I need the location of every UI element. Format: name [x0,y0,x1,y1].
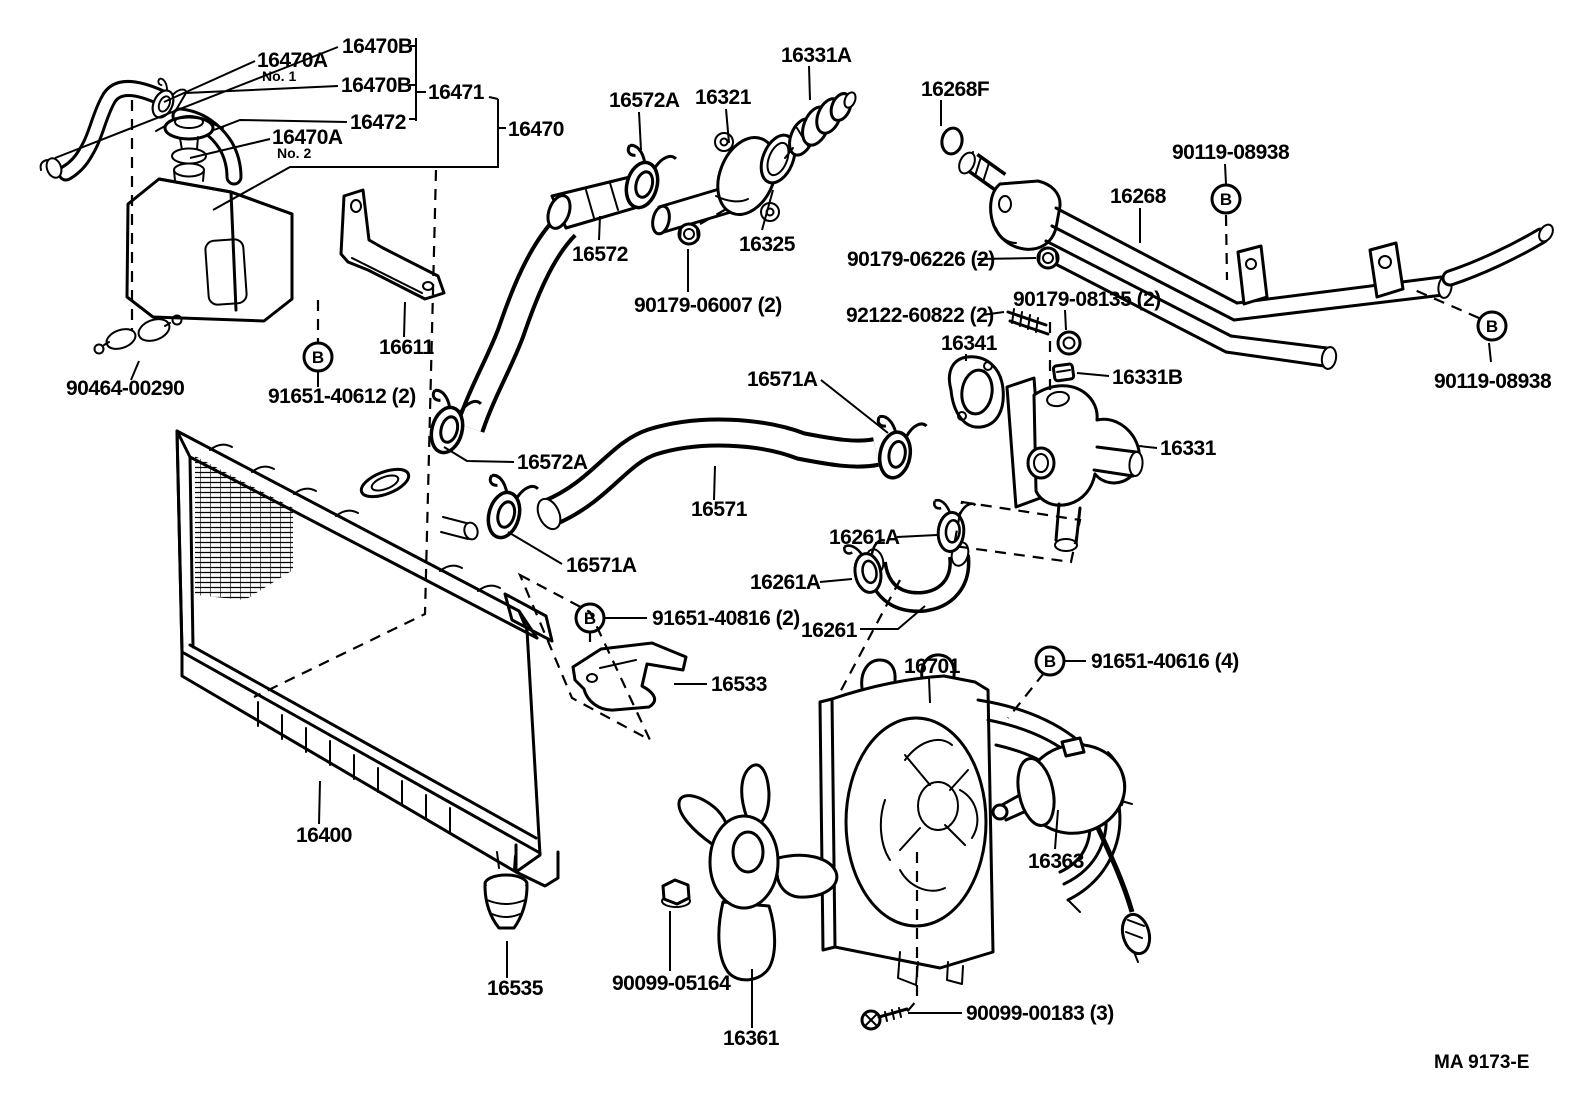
hose-end-clip [45,157,63,179]
nut-90099-05164 [661,878,691,908]
label-16470B-1: 16470B [342,35,413,58]
label-16571A-1: 16571A [747,368,818,391]
label-16571: 16571 [691,498,748,521]
label-16701: 16701 [904,655,961,678]
pipe-bracket [1236,244,1269,306]
nut-90179-06226 [1036,246,1060,270]
footer-code: MA 9173-E [1434,1052,1529,1073]
gasket-16325 [759,133,797,185]
label-16470B-2: 16470B [341,74,412,97]
label-16400: 16400 [296,824,352,847]
label-16470: 16470 [508,118,564,141]
label-16472: 16472 [350,111,406,134]
label-16571A-2: 16571A [566,554,637,577]
label-16471: 16471 [428,81,485,104]
fan-shroud-16701 [818,653,1133,986]
overflow-hose-16470B [39,76,189,182]
hidden-lines [130,100,1480,1014]
upper-hose-16572 [455,174,650,433]
label-16331A: 16331A [781,44,852,67]
label-90179-06226: 90179-06226 (2) [847,248,995,271]
b-marker-91651-40612: B [302,341,334,373]
b-marker-letter: B [1486,317,1498,336]
tank-hooks-90464-00290 [93,314,183,355]
stud-92122-60822 [1006,308,1050,336]
label-90179-06007: 90179-06007 (2) [634,294,782,317]
label-16361: 16361 [723,1027,780,1050]
label-16331B: 16331B [1112,366,1183,389]
label-90119-08938-2: 90119-08938 [1434,370,1552,393]
drain-plug-16535 [483,851,529,930]
o-ring-16268F [940,126,964,156]
label-no2: No. 2 [277,145,311,161]
label-16261: 16261 [801,619,858,642]
label-16321: 16321 [695,86,752,109]
part-labels: 16470B 16470A No. 1 16470B 16471 16472 1… [66,35,1552,1050]
b-marker-91651-40816: B [574,602,606,634]
b-marker-90119-08938-top: B [1210,183,1242,215]
label-16533: 16533 [711,673,767,696]
water-outlet-16331 [1005,376,1144,552]
bracket-16611 [339,188,446,301]
leader-lines [54,38,1492,1028]
radiator-fins [195,456,293,600]
label-16470A-2: 16470A [272,126,343,149]
outlet-nipple [463,521,479,541]
label-90464-00290: 90464-00290 [66,377,184,400]
wire-connector [1120,912,1152,956]
b-marker-letter: B [312,348,324,367]
water-pipe-16268 [940,126,1554,370]
b-marker-91651-40616: B [1034,645,1066,677]
mounting-bracket-16533 [571,641,688,712]
bolt-90099-00183 [860,1007,909,1031]
radiator-16400 [175,429,560,888]
label-16341: 16341 [941,332,998,355]
label-16331: 16331 [1160,437,1217,460]
b-marker-letter: B [1220,190,1232,209]
nut-16331B [1052,362,1076,383]
label-90099-00183: 90099-00183 (3) [966,1002,1114,1025]
lower-hose-16571 [536,417,879,531]
label-16261A-1: 16261A [829,526,900,549]
reservoir-tank-16470 [125,162,294,323]
gasket-16341 [947,355,1005,429]
label-16325: 16325 [739,233,796,256]
label-16470A-1: 16470A [257,49,328,72]
fan-motor-16363 [991,736,1152,963]
nut-90179-08135 [1056,330,1082,356]
label-16572A-2: 16572A [517,451,588,474]
motor-wire [1095,826,1135,913]
label-16611: 16611 [379,336,435,359]
label-16363: 16363 [1028,850,1084,873]
fan-behind-shroud [879,739,979,892]
label-16572: 16572 [572,243,628,266]
label-16261A-2: 16261A [750,571,821,594]
pipe-bracket [1368,241,1405,299]
thermostat-16331A [784,91,857,159]
label-16572A-1: 16572A [609,89,680,112]
label-no1: No. 1 [262,68,296,84]
label-91651-40612: 91651-40612 (2) [268,385,416,408]
label-16268F: 16268F [921,78,990,101]
b-marker-letter: B [1044,652,1056,671]
label-91651-40616: 91651-40616 (4) [1091,650,1239,673]
nut-90179-06007 [677,222,701,246]
b-marker-letter: B [584,609,596,628]
label-16268: 16268 [1110,185,1167,208]
label-91651-40816: 91651-40816 (2) [652,607,800,630]
label-90099-05164: 90099-05164 [612,972,731,995]
label-90119-08938-1: 90119-08938 [1172,141,1290,164]
label-16535: 16535 [487,977,544,1000]
label-90179-08135: 90179-08135 (2) [1013,288,1161,311]
b-marker-90119-08938-right: B [1476,310,1508,342]
label-92122-60822: 92122-60822 (2) [846,304,994,327]
